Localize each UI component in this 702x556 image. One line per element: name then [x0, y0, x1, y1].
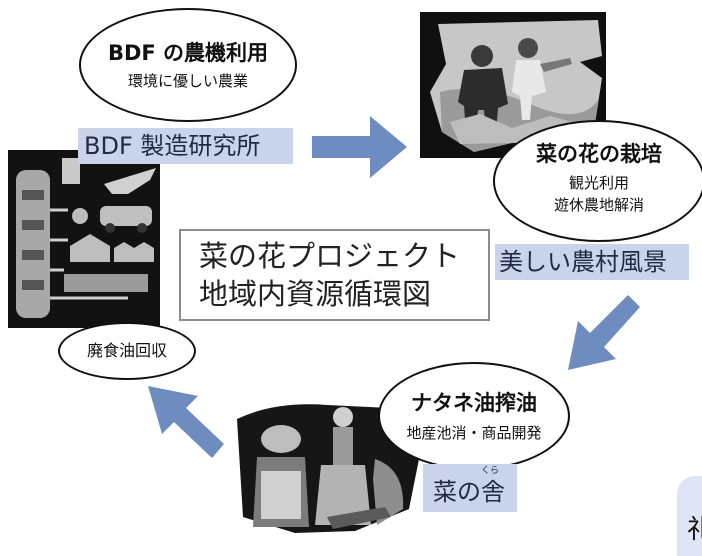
shop-label: くら 菜の舎 — [423, 464, 517, 512]
bdf-lab-label: BDF 製造研究所 — [78, 128, 293, 164]
bdf-use-subtitle: 環境に優しい農業 — [127, 72, 248, 90]
waste-oil-bubble: 廃食油回収 — [58, 322, 196, 380]
waste-oil-label: 廃食油回収 — [86, 341, 167, 360]
oil-bubble: ナタネ油搾油 地産池消・商品開発 — [378, 362, 570, 470]
diagram-title-line-1: 菜の花プロジェクト — [199, 239, 461, 273]
right-arrow-icon — [312, 116, 407, 178]
oil-title: ナタネ油搾油 — [411, 391, 537, 415]
diagram-title-line-2: 地域内資源循環図 — [199, 277, 432, 311]
bdf-use-bubble: BDF の農機利用 環境に優しい農業 — [79, 8, 297, 122]
cropped-panel-text: 礼 — [687, 515, 702, 545]
cropped-panel: 礼 — [677, 476, 702, 556]
up-left-arrow-icon — [148, 386, 224, 458]
flower-title: 菜の花の栽培 — [536, 142, 662, 166]
flower-line-2: 遊休農地解消 — [553, 196, 644, 214]
shop-ruby: くら — [481, 466, 500, 476]
oil-subtitle: 地産池消・商品開発 — [406, 424, 542, 442]
refinery-illustration — [8, 150, 160, 328]
scenery-label: 美しい農村風景 — [495, 244, 689, 280]
shop-name: 菜の舎 — [433, 478, 505, 506]
flower-bubble: 菜の花の栽培 観光利用 遊休農地解消 — [493, 120, 702, 242]
flower-line-1: 観光利用 — [568, 174, 629, 192]
down-left-arrow-icon — [568, 295, 640, 370]
bdf-use-title: BDF の農機利用 — [107, 41, 269, 65]
diagram-title: 菜の花プロジェクト 地域内資源循環図 — [179, 229, 490, 321]
